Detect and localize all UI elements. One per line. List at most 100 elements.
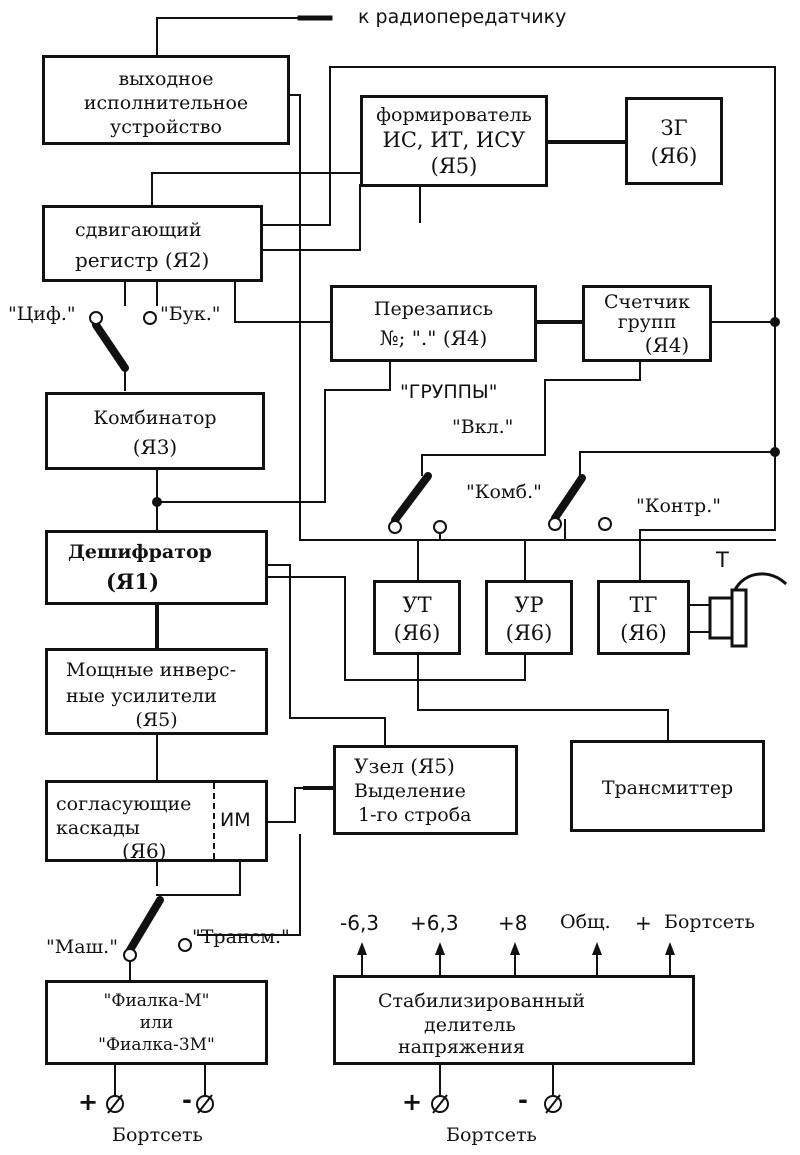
tg-line2: (Я6) [620,621,667,645]
stab-board-label: Бортсеть [446,1124,537,1146]
counter-line3: (Я4) [644,333,690,357]
wire-rewrite-to-node [156,359,391,503]
stabilizer-line3: напряжения [398,1036,525,1058]
switch-label-komb: "Комб." [466,481,542,503]
matching-line2: каскады [56,817,140,839]
former-line1: формирователь [376,104,532,126]
decoder-line1: Дешифратор [68,541,212,563]
zg-line1: ЗГ [660,116,688,140]
wire-to-transmitter [417,679,669,741]
wire-im-strobe [262,787,316,823]
matching-line3: (Я6) [122,839,167,863]
fialka-block: "Фиалка-М" или "Фиалка-3М" [45,980,268,1065]
wire-to-tg [639,451,776,581]
stabilizer-line1: Стабилизированный [378,990,585,1012]
wire-ut-to-decoder [267,576,419,681]
counter-line1: Счетчик [604,291,690,313]
stab-plus: + [402,1088,423,1116]
voltage-p63: +6,3 [410,911,459,935]
wire-matching-loop [156,861,241,896]
switch-label-buk: "Бук." [160,303,221,325]
wire-register-to-top-loop [262,66,776,226]
zg-line2: (Я6) [650,144,698,168]
switch-blade-mash [126,896,164,954]
ut-line1: УТ [402,593,432,617]
switch-label-mash: "Маш." [46,936,118,958]
voltage-common: Общ. [560,911,611,933]
headset-icon [708,588,748,648]
switch-label-cif: "Циф." [8,303,76,325]
wire-ur-join [417,654,526,681]
power-amps-line3: (Я5) [135,709,178,731]
wire-bus-to-komb [579,451,776,476]
power-amps-line2: ные усилители [66,685,217,707]
stab-minus: - [518,1086,528,1114]
ut-block: УТ (Я6) [373,580,461,655]
wire-register-to-former [262,184,361,251]
label-groups: "ГРУППЫ" [400,381,498,403]
shift-register-block: сдвигающий регистр (Я2) [42,205,263,282]
wire-switch-ur [524,519,566,581]
wire-to-radio [156,17,301,56]
strobe-line3: 1-го строба [358,804,472,826]
shift-register-line1: сдвигающий [75,219,202,241]
power-amps-block: Мощные инверс- ные усилители (Я5) [45,648,268,735]
voltage-arrowheads [357,942,675,955]
voltage-board: Бортсеть [664,911,755,933]
strobe-line2: Выделение [354,780,466,802]
headset-label: Т [716,548,729,572]
output-device-line2: исполнительное [83,92,249,114]
transmitter-label: Трансмиттер [601,777,734,799]
stabilizer-line2: делитель [424,1014,516,1036]
open-contacts [89,311,612,1113]
terminal-slashes [107,1094,561,1114]
wire-switch-ut [417,526,441,581]
output-device-line3: устройство [110,116,222,138]
ur-line2: (Я6) [505,621,553,645]
wire-transm [197,869,301,936]
power-amps-line1: Мощные инверс- [66,659,237,681]
rewrite-block: Перезапись №; "." (Я4) [330,285,537,362]
switch-blade-vkl [391,472,432,524]
voltage-p8: +8 [498,911,528,935]
tg-line1: ТГ [629,593,658,617]
wire-counter-to-switch [421,359,641,476]
rewrite-line2: №; "." (Я4) [379,326,488,350]
to-radio-label: к радиопередатчику [358,6,567,28]
switch-label-vkl: "Вкл." [452,416,514,438]
combinator-line2: (Я3) [132,435,178,459]
matching-stages-block: согласующие каскады (Я6) ИМ [45,780,268,862]
switch-label-kontr: "Контр." [636,495,721,517]
wire-register-to-rewrite [234,279,331,323]
output-device-line1: выходное [118,68,214,90]
fialka-line3: "Фиалка-3М" [98,1035,215,1055]
transmitter-block: Трансмиттер [570,740,765,832]
strobe-node-block: Узел (Я5) Выделение 1-го строба [333,745,518,835]
counter-line2: групп [617,311,677,333]
ut-line2: (Я6) [393,621,441,645]
fialka-plus: + [78,1088,99,1116]
wire-decoder-strobe [267,564,386,746]
fialka-minus: - [182,1086,192,1114]
decoder-line2: (Я1) [106,569,160,594]
tg-block: ТГ (Я6) [597,580,690,655]
voltage-m63: -6,3 [340,911,380,935]
former-line2: ИС, ИТ, ИСУ [382,128,526,152]
junction-dots [152,317,780,507]
fialka-line2: или [139,1013,174,1033]
ur-block: УР (Я6) [485,580,573,655]
im-label: ИМ [220,809,251,831]
ur-line1: УР [514,593,544,617]
wire-register-top [151,172,361,206]
fialka-line1: "Фиалка-М" [103,991,210,1011]
matching-line1: согласующие [56,793,192,815]
output-device-block: выходное исполнительное устройство [42,55,290,145]
former-line3: (Я5) [430,154,478,178]
switch-blade-komb [551,474,586,522]
former-block: формирователь ИС, ИТ, ИСУ (Я5) [360,95,548,187]
voltage-plus: + [635,911,652,935]
matching-divider [213,783,215,859]
zg-block: ЗГ (Я6) [625,97,723,185]
combinator-block: Комбинатор (Я3) [45,392,265,470]
